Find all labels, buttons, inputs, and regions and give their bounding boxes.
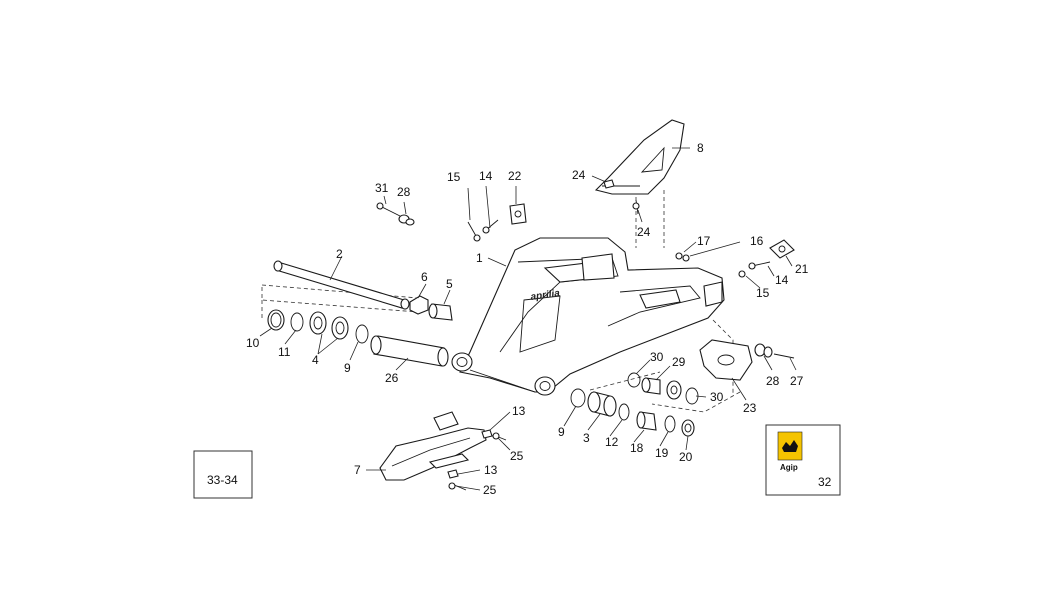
chain-slider (379, 411, 487, 481)
callout-31: 31 (375, 181, 389, 195)
callout-9-right: 9 (558, 425, 565, 439)
chain-guard-upper (594, 119, 685, 195)
reference-box-label: 33-34 (207, 473, 238, 487)
callout-7: 7 (354, 463, 361, 477)
callout-11: 11 (278, 345, 291, 359)
callout-24-lower: 24 (637, 225, 651, 239)
reference-box: 33-34 (193, 450, 253, 499)
chain-guide-plate (699, 339, 753, 381)
callout-29: 29 (672, 355, 686, 369)
callout-24-top: 24 (572, 168, 586, 182)
callout-14-right: 14 (775, 273, 789, 287)
callout-9-left: 9 (344, 361, 351, 375)
callout-14-top: 14 (479, 169, 493, 183)
callout-13-middle: 13 (512, 404, 526, 418)
callout-4: 4 (312, 353, 319, 367)
callout-20: 20 (679, 450, 693, 464)
lubricant-box-number: 32 (818, 475, 832, 489)
pivot-axle (273, 260, 410, 310)
callout-12: 12 (605, 435, 619, 449)
callout-22: 22 (508, 169, 522, 183)
callout-25-middle: 25 (510, 449, 524, 463)
callout-28-top: 28 (397, 185, 411, 199)
callout-6: 6 (421, 270, 428, 284)
callout-26: 26 (385, 371, 399, 385)
callout-21: 21 (795, 262, 809, 276)
callout-15-right: 15 (756, 286, 770, 300)
callout-labels: 1 2 3 4 5 6 7 8 9 9 10 11 12 13 13 14 14… (246, 141, 809, 497)
callout-25-bottom: 25 (483, 483, 497, 497)
callout-18: 18 (630, 441, 644, 455)
agip-logo: Agip (777, 431, 803, 472)
agip-brand-text: Agip (780, 463, 798, 472)
leader-lines (259, 147, 797, 491)
rings-and-bearings (267, 295, 699, 437)
callout-30-right: 30 (710, 390, 724, 404)
callout-28-right: 28 (766, 374, 780, 388)
callout-1: 1 (476, 251, 483, 265)
callout-2: 2 (336, 247, 343, 261)
swingarm: aprilia (451, 237, 725, 396)
spacer-tube (370, 335, 449, 367)
screws (376, 179, 795, 491)
callout-27: 27 (790, 374, 804, 388)
callout-17: 17 (697, 234, 711, 248)
callout-16: 16 (750, 234, 764, 248)
callout-8: 8 (697, 141, 704, 155)
callout-23: 23 (743, 401, 757, 415)
swingarm-logo: aprilia (530, 288, 561, 303)
callout-5: 5 (446, 277, 453, 291)
callout-19: 19 (655, 446, 669, 460)
callout-13-bottom: 13 (484, 463, 498, 477)
lubricant-box: Agip 32 (765, 424, 841, 496)
callout-30-upper: 30 (650, 350, 664, 364)
callout-3: 3 (583, 431, 590, 445)
callout-10: 10 (246, 336, 260, 350)
callout-15-top: 15 (447, 170, 461, 184)
